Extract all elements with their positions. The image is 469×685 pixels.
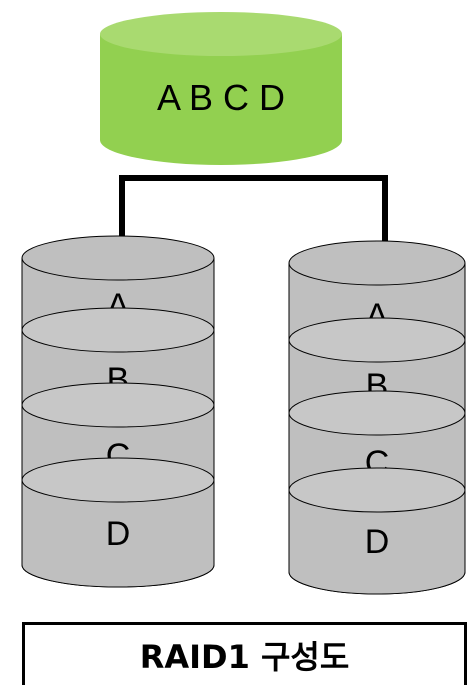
right-disk-divider-b bbox=[288, 317, 466, 363]
caption-box: RAID1 구성도 bbox=[22, 622, 467, 685]
left-disk-outline bbox=[21, 258, 215, 588]
left-disk: A B C D bbox=[21, 235, 215, 588]
left-disk-top bbox=[21, 235, 215, 281]
right-disk: A B C D bbox=[288, 240, 466, 595]
left-disk-segment-d bbox=[22, 480, 214, 587]
top-volume-body bbox=[100, 34, 342, 165]
connector-line bbox=[119, 175, 388, 248]
left-disk-block-d: D bbox=[106, 515, 131, 553]
raid1-diagram: A B C D A B C D A B C D bbox=[21, 12, 466, 595]
top-volume-label: A B C D bbox=[157, 77, 285, 118]
right-disk-outline bbox=[288, 263, 466, 595]
left-disk-divider-c bbox=[21, 382, 215, 428]
right-disk-block-d: D bbox=[365, 523, 390, 561]
left-disk-divider-b bbox=[21, 307, 215, 353]
top-volume-lid bbox=[100, 12, 342, 56]
right-disk-divider-d bbox=[288, 467, 466, 513]
right-disk-top bbox=[288, 240, 466, 286]
caption-text: RAID1 구성도 bbox=[139, 638, 350, 676]
left-disk-divider-d bbox=[21, 457, 215, 503]
right-disk-segment-d bbox=[289, 490, 465, 594]
right-disk-divider-c bbox=[288, 390, 466, 436]
top-volume-cylinder: A B C D bbox=[100, 12, 342, 165]
